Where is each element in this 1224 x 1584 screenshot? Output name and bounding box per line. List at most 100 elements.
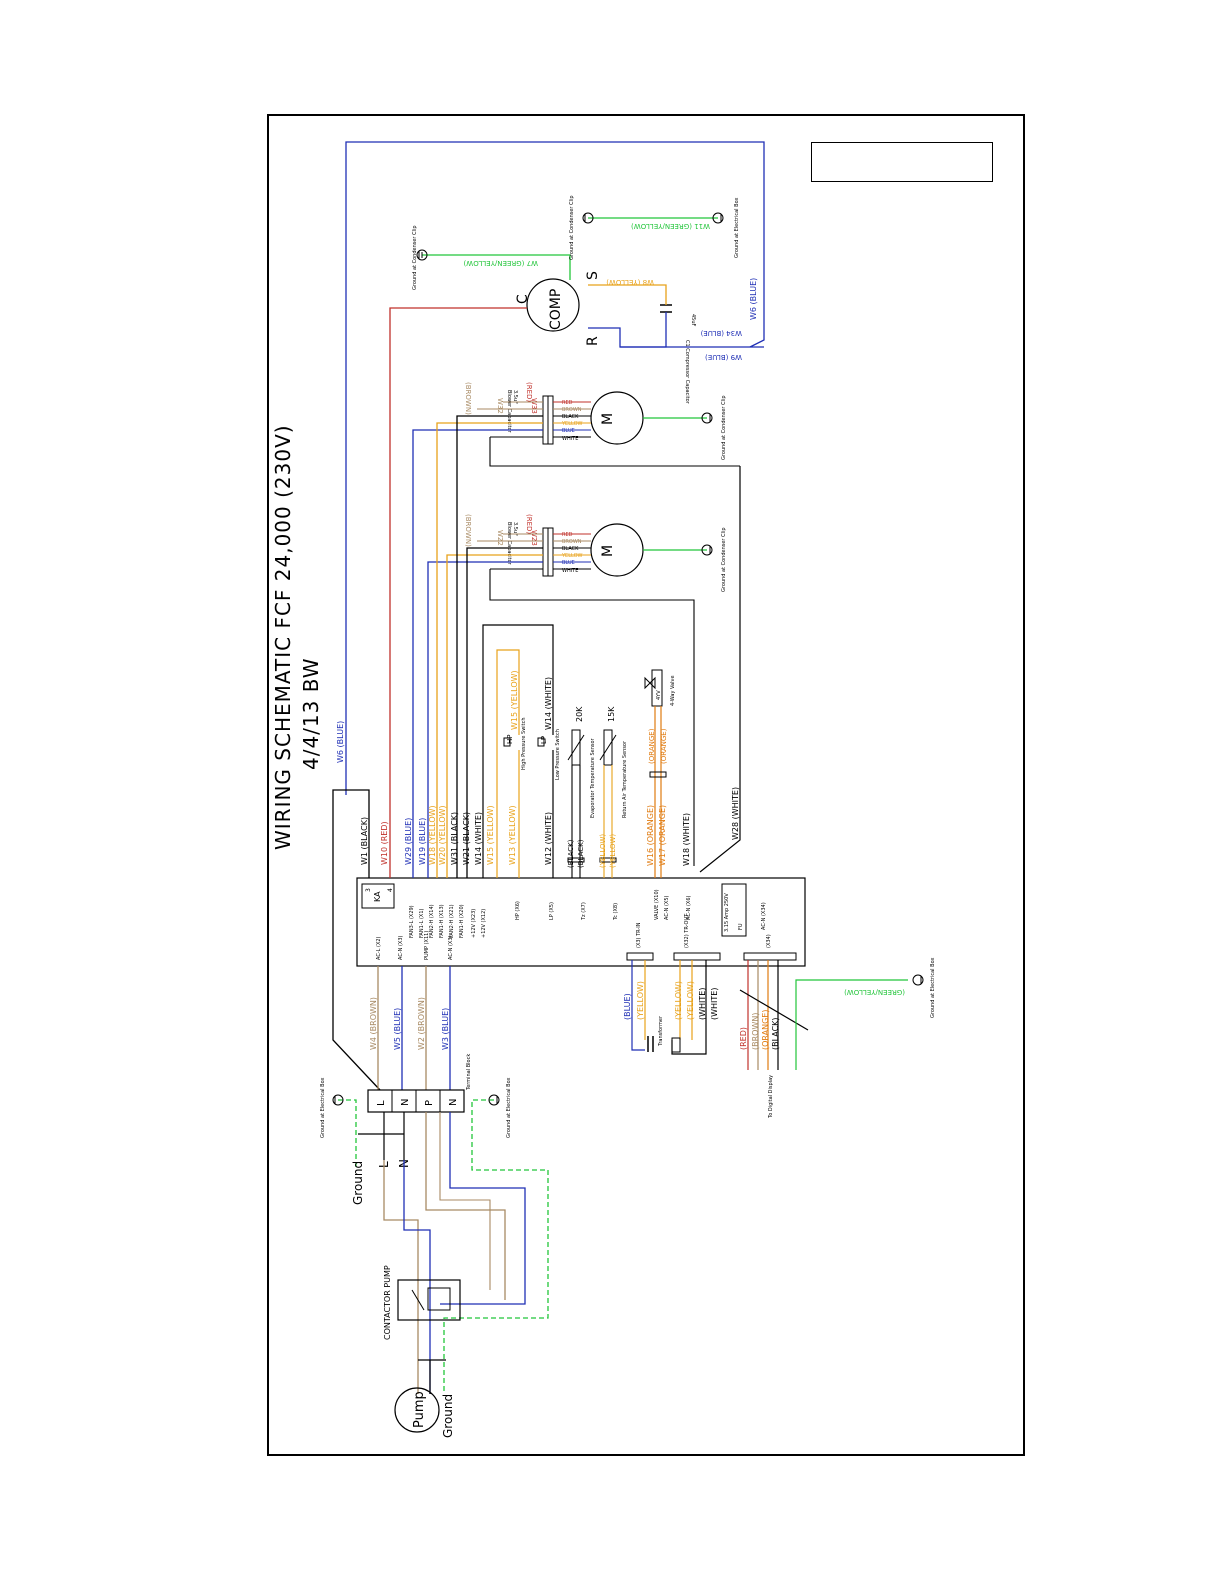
contactor-coil [427, 1287, 451, 1311]
wire-white-to-motor2 [489, 568, 695, 866]
ground-icon [332, 1094, 344, 1106]
wire-w8-label: W8 (YELLOW) [606, 278, 654, 286]
connector-x34-label: (X34) [766, 934, 772, 948]
wire-white-to-motor1 [489, 436, 694, 467]
ground-condenser-label: Ground at Condenser Clip [721, 527, 727, 592]
schematic-subtitle: 4/4/13 BW [299, 657, 323, 770]
pressure-switch-icon [503, 737, 511, 747]
terminal-n2: N [448, 1099, 459, 1106]
wire-w19-blue [427, 561, 543, 878]
wire-w21-black [466, 547, 543, 878]
pin-label: AC-N (X6) [686, 895, 692, 920]
wire-ground-left [338, 1099, 357, 1170]
sensor-thermistor-mark [599, 734, 617, 761]
connector-x34 [743, 952, 797, 961]
schematic-title: WIRING SCHEMATIC FCF 24,000 (230V) [271, 424, 295, 850]
motor-wire-label: WHITE [562, 568, 578, 574]
ground-label: Ground [351, 1161, 365, 1205]
pin-label: FAN1-L (X1) [419, 909, 425, 938]
wire-w6-blue-loop [345, 141, 765, 795]
contactor-pump-label: CONTACTOR PUMP [383, 1265, 392, 1340]
motor-wire-label: YELLOW [561, 553, 583, 559]
sensor-thermistor-mark [567, 734, 585, 761]
wire-w18b-label: W18 (WHITE) [682, 813, 691, 866]
return-air-sensor-label: Return Air Temperature Sensor [622, 740, 628, 818]
motor-wire-label: BROWN [562, 539, 582, 545]
wire-w18-label: W18 (YELLOW) [428, 805, 437, 865]
wire-w16-label: W16 (ORANGE) [646, 805, 655, 866]
wire-w1-label: W1 (BLACK) [360, 817, 369, 865]
orange-paren-label: (ORANGE) [648, 728, 656, 764]
motor-wire-label: BLACK [562, 414, 579, 420]
pin-label: HP (X6) [515, 901, 521, 920]
contactor-switch [411, 1289, 425, 1311]
wire-pump-brown [425, 1112, 506, 1300]
pin-label: FAN2-H (X21) [449, 904, 455, 938]
wire-w31-black [456, 415, 543, 878]
wire-w29-label: W29 (BLUE) [404, 818, 413, 865]
brown-paren-label: (BROWN) [751, 1013, 760, 1050]
pin-label: Tc (X8) [613, 903, 619, 921]
yellow-paren-label: (YELLOW) [686, 981, 695, 1020]
cable-bundle-mark [739, 989, 809, 1031]
wire-w4-label: W4 (BROWN) [369, 997, 378, 1050]
green-yellow-paren-label: (GREEN/YELLOW) [844, 988, 905, 996]
transformer-icon [647, 1036, 654, 1052]
blower-capacitor-label: Blower Capacitor [506, 390, 512, 434]
wire-evap-sensor [571, 765, 581, 878]
ground-icon [701, 412, 713, 424]
wire-pump-blue [440, 1112, 526, 1305]
red-paren-label: (RED) [739, 1027, 748, 1050]
blower-capacitor-value: 3.5uF [512, 390, 518, 404]
yellow-paren-label: (YELLOW) [636, 981, 645, 1020]
pin-label: FAN1-H (X20) [459, 904, 465, 938]
blower-motor-1 [590, 391, 644, 445]
wire-w11-label: W11 (GREEN/YELLOW) [631, 222, 710, 230]
yellow-paren-label: (YELLOW) [609, 834, 617, 868]
relay-ka-label: KA [373, 891, 382, 902]
motor-wire-label: RED [562, 400, 573, 406]
hp-switch-label: High Pressure Switch [521, 717, 527, 770]
ground-condenser-label: Ground at Condenser Clip [412, 225, 418, 290]
wire-w28-label: W28 (WHITE) [731, 787, 740, 840]
to-display-label: To Digital Display [768, 1075, 774, 1119]
compressor-terminal-c: C [515, 294, 531, 304]
contactor-pump [397, 1279, 461, 1321]
black-paren-label: (BLACK) [771, 1017, 780, 1050]
four-way-valve-code: 4YV [656, 690, 662, 700]
ground-electrical-box-label: Ground at Electrical Box [320, 1078, 326, 1139]
compressor-label: COMP [548, 289, 564, 330]
wire-w15-label: W15 (YELLOW) [486, 805, 495, 865]
wire-w23-label: W23 [530, 530, 538, 546]
wire-w21-label: W21 (BLACK) [462, 812, 471, 865]
motor-wire-label: BLUE [562, 560, 575, 566]
evaporator-sensor-label: Evaporator Temperature Sensor [590, 737, 596, 818]
connector-tr-in [626, 952, 654, 961]
wire-w5-label: W5 (BLUE) [393, 1008, 402, 1050]
bottom-pin-label: AC-N (X3) [448, 935, 454, 960]
lp-switch-code: LP [540, 736, 548, 744]
ground-electrical-box-label: Ground at Electrical Box [506, 1078, 512, 1139]
ground-electrical-box-label: Ground at Electrical Box [930, 958, 936, 1019]
pin-label: LP (X5) [549, 902, 555, 920]
wire-w6-label: W6 (BLUE) [336, 721, 345, 763]
sensor-connector [567, 857, 585, 863]
evaporator-sensor-resistance: 20K [575, 706, 584, 722]
ground-icon [582, 212, 594, 224]
fuse-rating: 3.15 Amp 250V [724, 893, 730, 932]
pin-label: AC-N (X34) [761, 902, 767, 930]
wire-w32-label: W32 [496, 398, 504, 414]
white-paren-label: (WHITE) [698, 988, 707, 1020]
blower-capacitor-value: 3.5uF [512, 522, 518, 536]
pin-label: +12V (X23) [471, 909, 477, 938]
motor-wire-label: WHITE [562, 436, 578, 442]
pump-motor [394, 1387, 440, 1433]
wire-w7-green [422, 254, 571, 280]
wire-w3-label: W3 (BLUE) [441, 1008, 450, 1050]
wire-w2-label: W2 (BROWN) [417, 997, 426, 1050]
pin-label: FAN1-H (X13) [439, 904, 445, 938]
wire-w14-upper-label: W14 (WHITE) [544, 677, 553, 730]
wire-w8-yellow [588, 284, 667, 305]
blue-paren-label: (BLUE) [623, 993, 632, 1020]
evaporator-sensor [571, 729, 581, 766]
